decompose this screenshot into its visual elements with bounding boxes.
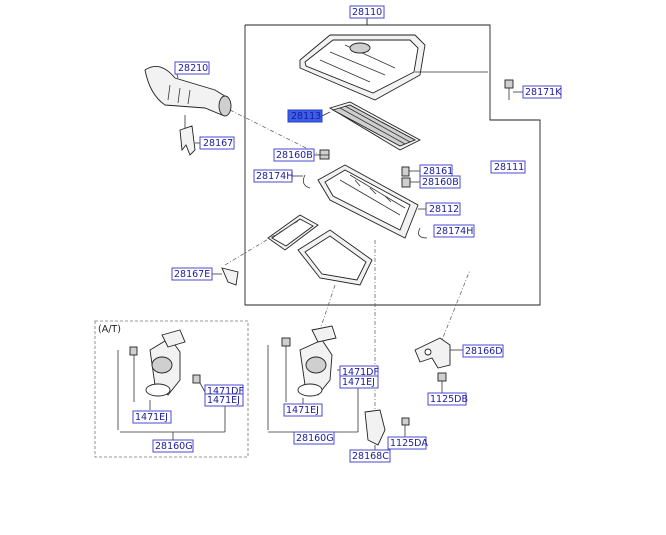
label-1125DA[interactable]: 1125DA xyxy=(387,436,428,450)
at-variant-label: (A/T) xyxy=(98,324,121,335)
air-cleaner-lower-case xyxy=(317,164,426,239)
label-1471EJ-mt-left[interactable]: 1471EJ xyxy=(283,403,323,417)
bracket-28167E xyxy=(221,267,239,286)
intake-hose xyxy=(144,65,232,117)
svg-text:28210: 28210 xyxy=(178,63,208,74)
svg-text:28112: 28112 xyxy=(429,204,459,215)
label-28171K[interactable]: 28171K xyxy=(522,85,562,99)
at-hose-assembly xyxy=(117,329,226,440)
label-28112[interactable]: 28112 xyxy=(425,202,461,216)
bracket-28168C xyxy=(364,409,386,450)
grommet-28161 xyxy=(401,166,410,177)
assembly-frame xyxy=(244,24,541,306)
label-1471EJ-at-right[interactable]: 1471EJ xyxy=(204,393,244,407)
svg-text:28160G: 28160G xyxy=(296,433,334,444)
bracket-28166D xyxy=(414,337,463,369)
svg-text:28166D: 28166D xyxy=(465,346,503,357)
svg-text:28110: 28110 xyxy=(352,7,382,18)
svg-text:28168C: 28168C xyxy=(352,451,389,462)
svg-text:28167E: 28167E xyxy=(174,269,210,280)
grommet-28160B-right xyxy=(401,177,411,188)
label-28174H-right[interactable]: 28174H xyxy=(433,224,475,238)
hook-28174H-right xyxy=(418,227,428,239)
label-28160G-at[interactable]: 28160G xyxy=(152,439,194,453)
label-28160B-right[interactable]: 28160B xyxy=(419,175,461,189)
label-28111[interactable]: 28111 xyxy=(490,160,526,174)
svg-text:1125DB: 1125DB xyxy=(430,394,468,405)
svg-text:1125DA: 1125DA xyxy=(390,438,428,449)
air-cleaner-cover xyxy=(299,34,488,101)
svg-text:1471EJ: 1471EJ xyxy=(286,405,319,416)
at-variant-box xyxy=(94,320,249,458)
label-1471EJ-at-left[interactable]: 1471EJ xyxy=(132,410,172,424)
label-28160B-left[interactable]: 28160B xyxy=(273,148,315,162)
svg-text:1471DF: 1471DF xyxy=(207,386,244,397)
resonator-lower xyxy=(297,229,373,286)
svg-text:1471EJ: 1471EJ xyxy=(207,395,240,406)
label-28113[interactable]: 28113 xyxy=(287,109,323,123)
svg-text:28160B: 28160B xyxy=(276,150,313,161)
svg-text:1471EJ: 1471EJ xyxy=(135,412,168,423)
svg-text:1471EJ: 1471EJ xyxy=(342,377,375,388)
label-1125DB[interactable]: 1125DB xyxy=(427,392,468,406)
label-28210[interactable]: 28210 xyxy=(174,61,210,75)
grommet-28160B-left xyxy=(319,149,330,160)
label-28166D[interactable]: 28166D xyxy=(462,344,504,358)
label-1471EJ-mt-right[interactable]: 1471EJ xyxy=(339,375,379,389)
svg-text:28160G: 28160G xyxy=(155,441,193,452)
screw-28171K xyxy=(504,79,523,100)
bracket-28167 xyxy=(179,125,196,156)
mt-hose-assembly xyxy=(267,325,359,440)
svg-text:28171K: 28171K xyxy=(525,87,562,98)
label-28168C[interactable]: 28168C xyxy=(349,449,391,463)
svg-text:1471DF: 1471DF xyxy=(342,367,379,378)
label-28160G-mt[interactable]: 28160G xyxy=(293,431,335,445)
air-filter-element xyxy=(321,101,421,151)
resonator-upper xyxy=(267,214,319,251)
svg-text:28161: 28161 xyxy=(423,166,453,177)
label-28161[interactable]: 28161 xyxy=(419,164,453,178)
svg-text:28174H: 28174H xyxy=(436,226,473,237)
label-28174H-left[interactable]: 28174H xyxy=(253,169,293,183)
label-28167[interactable]: 28167 xyxy=(199,136,235,150)
label-28167E[interactable]: 28167E xyxy=(171,267,213,281)
hook-28174H-left xyxy=(302,174,311,189)
svg-text:28111: 28111 xyxy=(494,162,524,173)
svg-text:28160B: 28160B xyxy=(422,177,459,188)
svg-text:28113: 28113 xyxy=(291,111,321,122)
svg-text:28174H: 28174H xyxy=(256,171,293,182)
svg-text:28167: 28167 xyxy=(203,138,233,149)
label-28110[interactable]: 28110 xyxy=(349,5,385,19)
